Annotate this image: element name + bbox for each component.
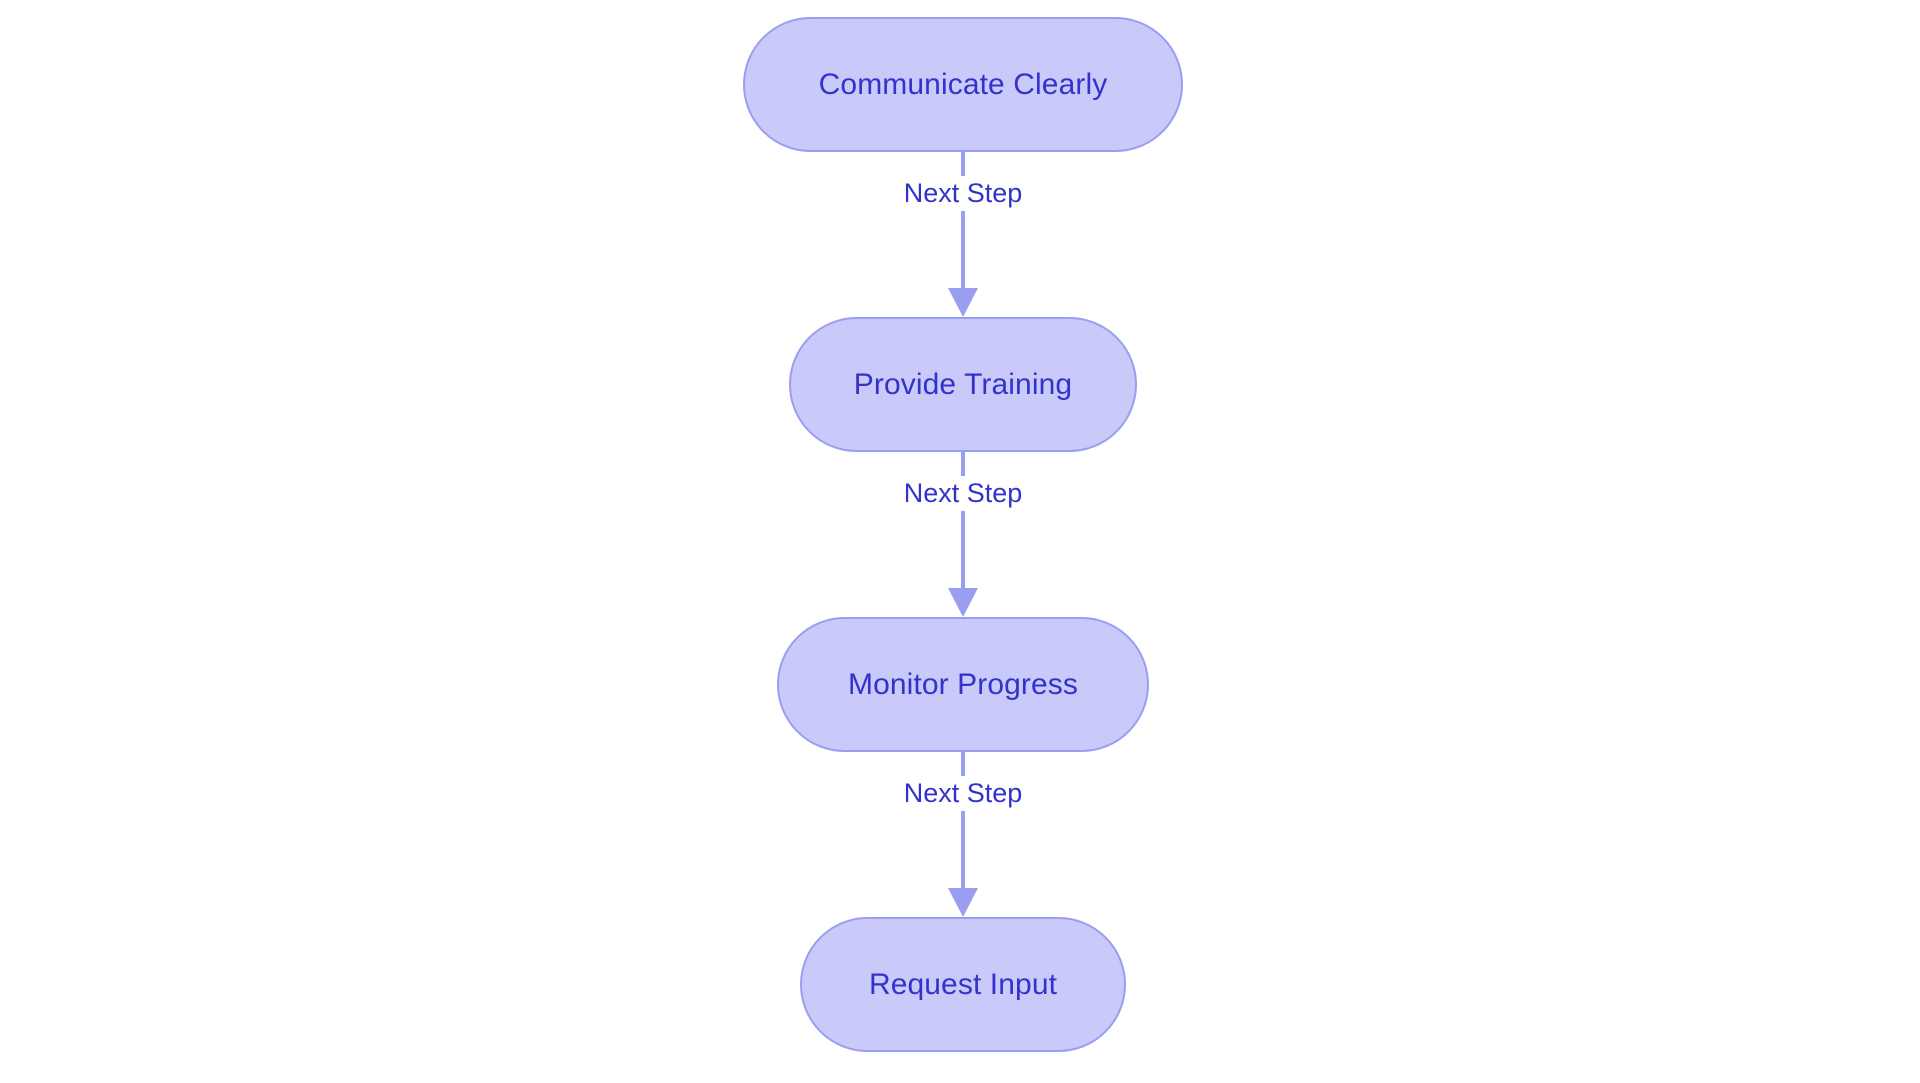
flowchart-node-request-input[interactable]: Request Input <box>800 917 1126 1052</box>
edge-line <box>961 752 965 888</box>
edge-label: Next Step <box>897 176 1029 212</box>
edge-line <box>961 452 965 588</box>
arrow-down-icon <box>948 588 978 617</box>
flowchart-edge-node1-node2: Next Step <box>897 452 1029 617</box>
edge-line <box>961 152 965 288</box>
arrow-down-icon <box>948 888 978 917</box>
flowchart-edge-node2-node3: Next Step <box>897 752 1029 917</box>
node-label: Communicate Clearly <box>818 67 1108 101</box>
flowchart-edge-node0-node1: Next Step <box>897 152 1029 317</box>
node-label: Monitor Progress <box>847 667 1078 701</box>
edge-label: Next Step <box>897 776 1029 812</box>
arrow-down-icon <box>948 288 978 317</box>
flowchart-node-communicate-clearly[interactable]: Communicate Clearly <box>743 17 1183 152</box>
flowchart-node-monitor-progress[interactable]: Monitor Progress <box>777 617 1149 752</box>
edge-label: Next Step <box>897 476 1029 512</box>
node-label: Provide Training <box>853 367 1073 401</box>
flowchart-node-provide-training[interactable]: Provide Training <box>789 317 1137 452</box>
node-label: Request Input <box>868 967 1058 1001</box>
